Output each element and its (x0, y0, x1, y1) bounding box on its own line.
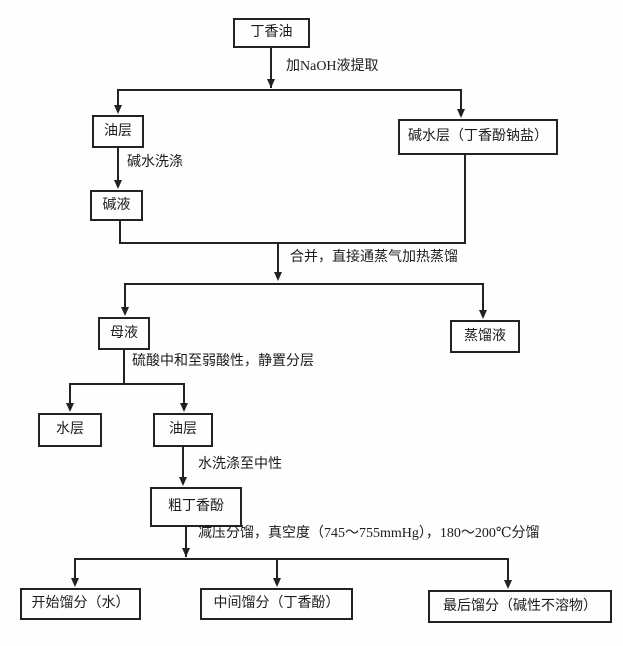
connector-oillayer2-crudeeugenol (182, 447, 184, 484)
arrowhead-icon (504, 580, 512, 589)
arrowhead-icon (114, 180, 122, 189)
connector-split4 (75, 558, 509, 560)
connector-alkaliwaterlayer-merge (464, 155, 466, 244)
connector-cloveoil-down (270, 48, 272, 88)
node-water-layer: 水层 (38, 413, 102, 447)
node-last-fraction: 最后馏分（碱性不溶物） (428, 590, 612, 623)
node-clove-oil: 丁香油 (233, 18, 310, 48)
arrowhead-icon (182, 548, 190, 557)
connector-split2 (125, 283, 484, 285)
node-mother-liquor: 母液 (98, 317, 150, 350)
connector-split2-right (482, 283, 484, 317)
connector-motherliquor-down (123, 350, 125, 385)
connector-crudeeugenol-down (185, 527, 187, 557)
node-oil-layer-1: 油层 (92, 115, 144, 148)
connector-split3-left (69, 383, 71, 410)
edge-label-combine-distill: 合并，直接通蒸气加热蒸馏 (290, 250, 458, 265)
node-crude-eugenol: 粗丁香酚 (150, 487, 242, 527)
connector-split2-left (124, 283, 126, 314)
node-alkali-liquid: 碱液 (90, 190, 143, 221)
edge-label-alkali-wash: 碱水洗涤 (127, 155, 183, 170)
connector-split1 (118, 89, 462, 91)
arrowhead-icon (267, 79, 275, 88)
connector-split4-right (507, 558, 509, 587)
node-distillate: 蒸馏液 (450, 320, 520, 353)
arrowhead-icon (180, 403, 188, 412)
connector-split4-mid (276, 558, 278, 585)
arrowhead-icon (114, 105, 122, 114)
arrowhead-icon (179, 477, 187, 486)
connector-split4-left (74, 558, 76, 585)
arrowhead-icon (71, 578, 79, 587)
arrowhead-icon (66, 403, 74, 412)
node-oil-layer-2: 油层 (153, 413, 213, 447)
connector-alkaliliquid-merge (119, 221, 121, 244)
edge-label-vacuum-distill: 减压分馏，真空度（745～755mmHg），180～200℃分馏 (198, 526, 540, 541)
connector-merge-down (277, 242, 279, 279)
node-middle-fraction: 中间馏分（丁香酚） (200, 588, 353, 620)
node-first-fraction: 开始馏分（水） (20, 588, 141, 620)
arrowhead-icon (273, 578, 281, 587)
connector-split3-right (183, 383, 185, 410)
arrowhead-icon (274, 272, 282, 281)
connector-merge (119, 242, 466, 244)
connector-oillayer1-alkaliliquid (117, 148, 119, 187)
edge-label-acid-neutralize: 硫酸中和至弱酸性，静置分层 (132, 354, 314, 369)
edge-label-naoh-extract: 加NaOH液提取 (286, 59, 379, 74)
arrowhead-icon (121, 307, 129, 316)
connector-split3 (70, 383, 185, 385)
node-alkali-water-layer: 碱水层（丁香酚钠盐） (398, 119, 558, 155)
arrowhead-icon (457, 109, 465, 118)
arrowhead-icon (479, 310, 487, 319)
edge-label-water-wash: 水洗涤至中性 (198, 457, 282, 472)
connector-split1-right (460, 89, 462, 116)
connector-split1-left (117, 89, 119, 112)
